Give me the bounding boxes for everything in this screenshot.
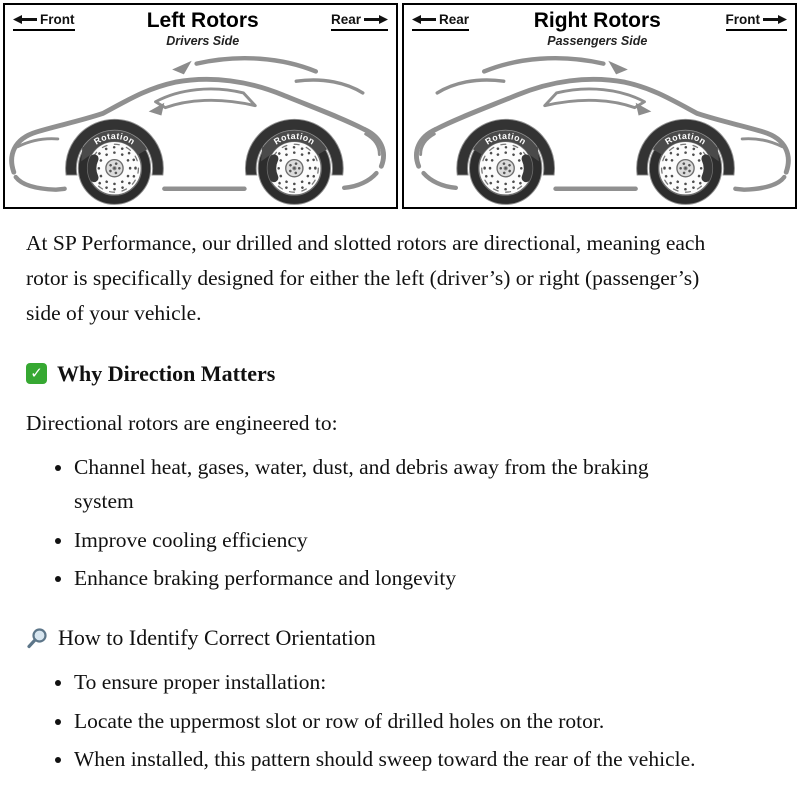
front-direction-label: Front	[13, 12, 75, 31]
engineered-lead-text: Directional rotors are engineered to:	[26, 410, 338, 435]
rotation-label: Rotation	[92, 131, 136, 147]
rotation-label: Rotation	[272, 131, 316, 147]
right-rotors-panel: Rear Right Rotors Passengers Side Front	[402, 3, 797, 210]
direction-label-text: Front	[40, 12, 75, 27]
rear-direction-label: Rear	[330, 12, 388, 31]
list-item: To ensure proper installation:	[74, 665, 699, 699]
list-item: Locate the uppermost slot or row of dril…	[74, 704, 699, 738]
right-panel-titles: Right Rotors Passengers Side	[533, 9, 661, 49]
list-item: Channel heat, gases, water, dust, and de…	[74, 450, 699, 519]
rear-direction-label: Rear	[412, 12, 470, 31]
list-item: Enhance braking performance and longevit…	[74, 561, 699, 595]
direction-label-text: Rear	[439, 12, 470, 27]
rotation-arrow-rear: Rotation	[261, 130, 327, 162]
direction-label-text: Rear	[330, 12, 361, 27]
magnifier-icon	[27, 628, 47, 649]
rotation-arrow-front: Rotation	[473, 130, 539, 162]
panel-title: Right Rotors	[533, 9, 661, 32]
arrow-left-icon	[13, 15, 37, 24]
list-item: Improve cooling efficiency	[74, 523, 699, 557]
rotor-direction-diagram: Front Left Rotors Drivers Side Rear	[0, 3, 800, 210]
svg-text:Rotation: Rotation	[272, 131, 317, 147]
left-panel-titles: Left Rotors Drivers Side	[146, 9, 259, 49]
heading-text: How to Identify Correct Orientation	[58, 625, 376, 651]
panel-subtitle: Drivers Side	[166, 34, 240, 49]
panel-title: Left Rotors	[146, 9, 259, 32]
intro-paragraph: At SP Performance, our drilled and slott…	[26, 231, 706, 326]
arrow-right-icon	[364, 15, 388, 24]
arrow-left-icon	[412, 15, 436, 24]
left-rotors-panel: Front Left Rotors Drivers Side Rear	[3, 3, 398, 210]
heading-why-direction-matters: ✓ Why Direction Matters	[26, 361, 774, 387]
svg-text:Rotation: Rotation	[92, 131, 137, 147]
left-panel-header: Front Left Rotors Drivers Side Rear	[5, 5, 396, 48]
orientation-bullet-list: To ensure proper installation: Locate th…	[54, 665, 699, 776]
svg-text:Rotation: Rotation	[483, 131, 528, 147]
car-illustration-left: Rotation Rotation	[5, 48, 396, 207]
heading-identify-orientation: How to Identify Correct Orientation	[26, 625, 774, 651]
panel-subtitle: Passengers Side	[547, 34, 648, 49]
rotation-arrow-rear: Rotation	[652, 130, 719, 162]
list-item: When installed, this pattern should swee…	[74, 742, 699, 776]
article-body: At SP Performance, our drilled and slott…	[0, 226, 800, 776]
heading-text: Why Direction Matters	[57, 360, 276, 386]
right-panel-header: Rear Right Rotors Passengers Side Front	[404, 5, 795, 48]
front-direction-label: Front	[725, 12, 787, 31]
direction-label-text: Front	[725, 12, 761, 27]
rotation-arrow-front: Rotation	[81, 130, 148, 162]
green-check-icon: ✓	[26, 363, 47, 385]
car-illustration-right: Rotation Rotation	[404, 48, 795, 207]
rotation-label: Rotation	[663, 131, 707, 147]
arrow-right-icon	[763, 15, 787, 24]
svg-text:Rotation: Rotation	[663, 131, 708, 147]
rotation-label: Rotation	[483, 131, 527, 147]
why-direction-bullet-list: Channel heat, gases, water, dust, and de…	[54, 450, 699, 596]
